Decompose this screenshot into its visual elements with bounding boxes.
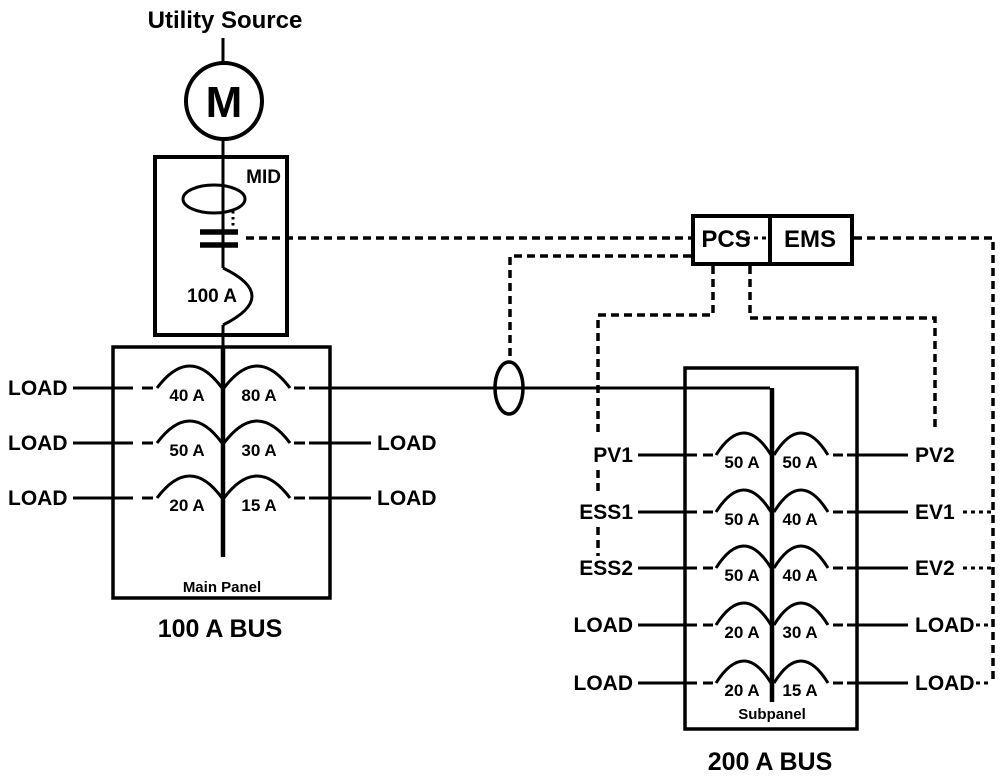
ev1-label: EV1	[915, 501, 955, 524]
breaker-rating: 50 A	[724, 566, 759, 585]
breaker-arc-ess2	[714, 544, 773, 569]
subpanel-name: Subpanel	[738, 706, 806, 723]
breaker-arc-15a-sub	[772, 659, 830, 684]
mid-ct-sensor-symbol	[181, 183, 247, 215]
breaker-arc-ev1	[772, 488, 830, 513]
pv2-label: PV2	[915, 444, 955, 467]
breaker-rating: 20 A	[724, 681, 759, 700]
breaker-arc-50a	[155, 419, 224, 444]
subpanel-box	[683, 366, 859, 731]
ess2-label: ESS2	[579, 557, 633, 580]
breaker-arc-40a	[155, 364, 224, 389]
load-label-left-1: LOAD	[8, 377, 68, 400]
sub-load-label-right-1: LOAD	[915, 614, 975, 637]
subpanel-bus-rating: 200 A BUS	[708, 748, 833, 776]
breaker-arc-20a-sub	[714, 601, 773, 626]
ems-label: EMS	[784, 226, 836, 253]
breaker-rating: 50 A	[724, 453, 759, 472]
breaker-rating: 40 A	[782, 566, 817, 585]
breaker-rating: 50 A	[724, 510, 759, 529]
breaker-arc-20a	[155, 474, 224, 499]
breaker-rating: 40 A	[169, 386, 204, 405]
breaker-rating: 30 A	[241, 441, 276, 460]
ess1-label: ESS1	[579, 501, 633, 524]
breaker-rating: 50 A	[169, 441, 204, 460]
breaker-rating: 80 A	[241, 386, 276, 405]
comms-line-pcs-to-pv-ess	[596, 266, 715, 436]
breaker-rating: 50 A	[782, 453, 817, 472]
sub-load-label-left-1: LOAD	[574, 614, 634, 637]
breaker-rating: 15 A	[241, 496, 276, 515]
breaker-rating: 30 A	[782, 623, 817, 642]
utility-source-label: Utility Source	[148, 7, 303, 34]
feeder-ct-sensor-symbol	[493, 360, 525, 416]
main-panel-name: Main Panel	[183, 579, 261, 596]
mid-box	[153, 155, 289, 337]
breaker-rating: 20 A	[724, 623, 759, 642]
comms-line-pcs-to-pv2	[748, 266, 937, 432]
mid-label: MID	[246, 167, 281, 188]
breaker-arc-30a	[222, 419, 292, 444]
main-panel-bus-rating: 100 A BUS	[158, 615, 283, 643]
sub-load-label-left-2: LOAD	[574, 672, 634, 695]
comms-line-pcs-to-ct	[508, 254, 691, 361]
mid-breaker-arc	[222, 266, 254, 327]
load-label-right-3: LOAD	[377, 487, 437, 510]
breaker-arc-20a-sub2	[714, 659, 773, 684]
load-label-left-2: LOAD	[8, 432, 68, 455]
pcs-label: PCS	[701, 226, 750, 253]
load-label-right-2: LOAD	[377, 432, 437, 455]
load-label-left-3: LOAD	[8, 487, 68, 510]
breaker-arc-30a-sub	[772, 601, 830, 626]
ems-box	[768, 214, 854, 266]
breaker-rating: 40 A	[782, 510, 817, 529]
breaker-arc-pv2	[772, 431, 830, 456]
breaker-rating: 15 A	[782, 681, 817, 700]
breaker-arc-15a	[222, 474, 292, 499]
breaker-arc-pv1	[714, 431, 773, 456]
ev2-label: EV2	[915, 557, 955, 580]
mid-breaker-rating: 100 A	[187, 286, 237, 307]
breaker-arc-ev2	[772, 544, 830, 569]
sub-load-label-right-2: LOAD	[915, 672, 975, 695]
pv1-label: PV1	[593, 444, 633, 467]
breaker-rating: 20 A	[169, 496, 204, 515]
comms-line-ems-right-riser	[854, 236, 995, 683]
meter-label: M	[206, 78, 243, 127]
breaker-arc-ess1	[714, 488, 773, 513]
breaker-arc-80a	[222, 364, 292, 389]
